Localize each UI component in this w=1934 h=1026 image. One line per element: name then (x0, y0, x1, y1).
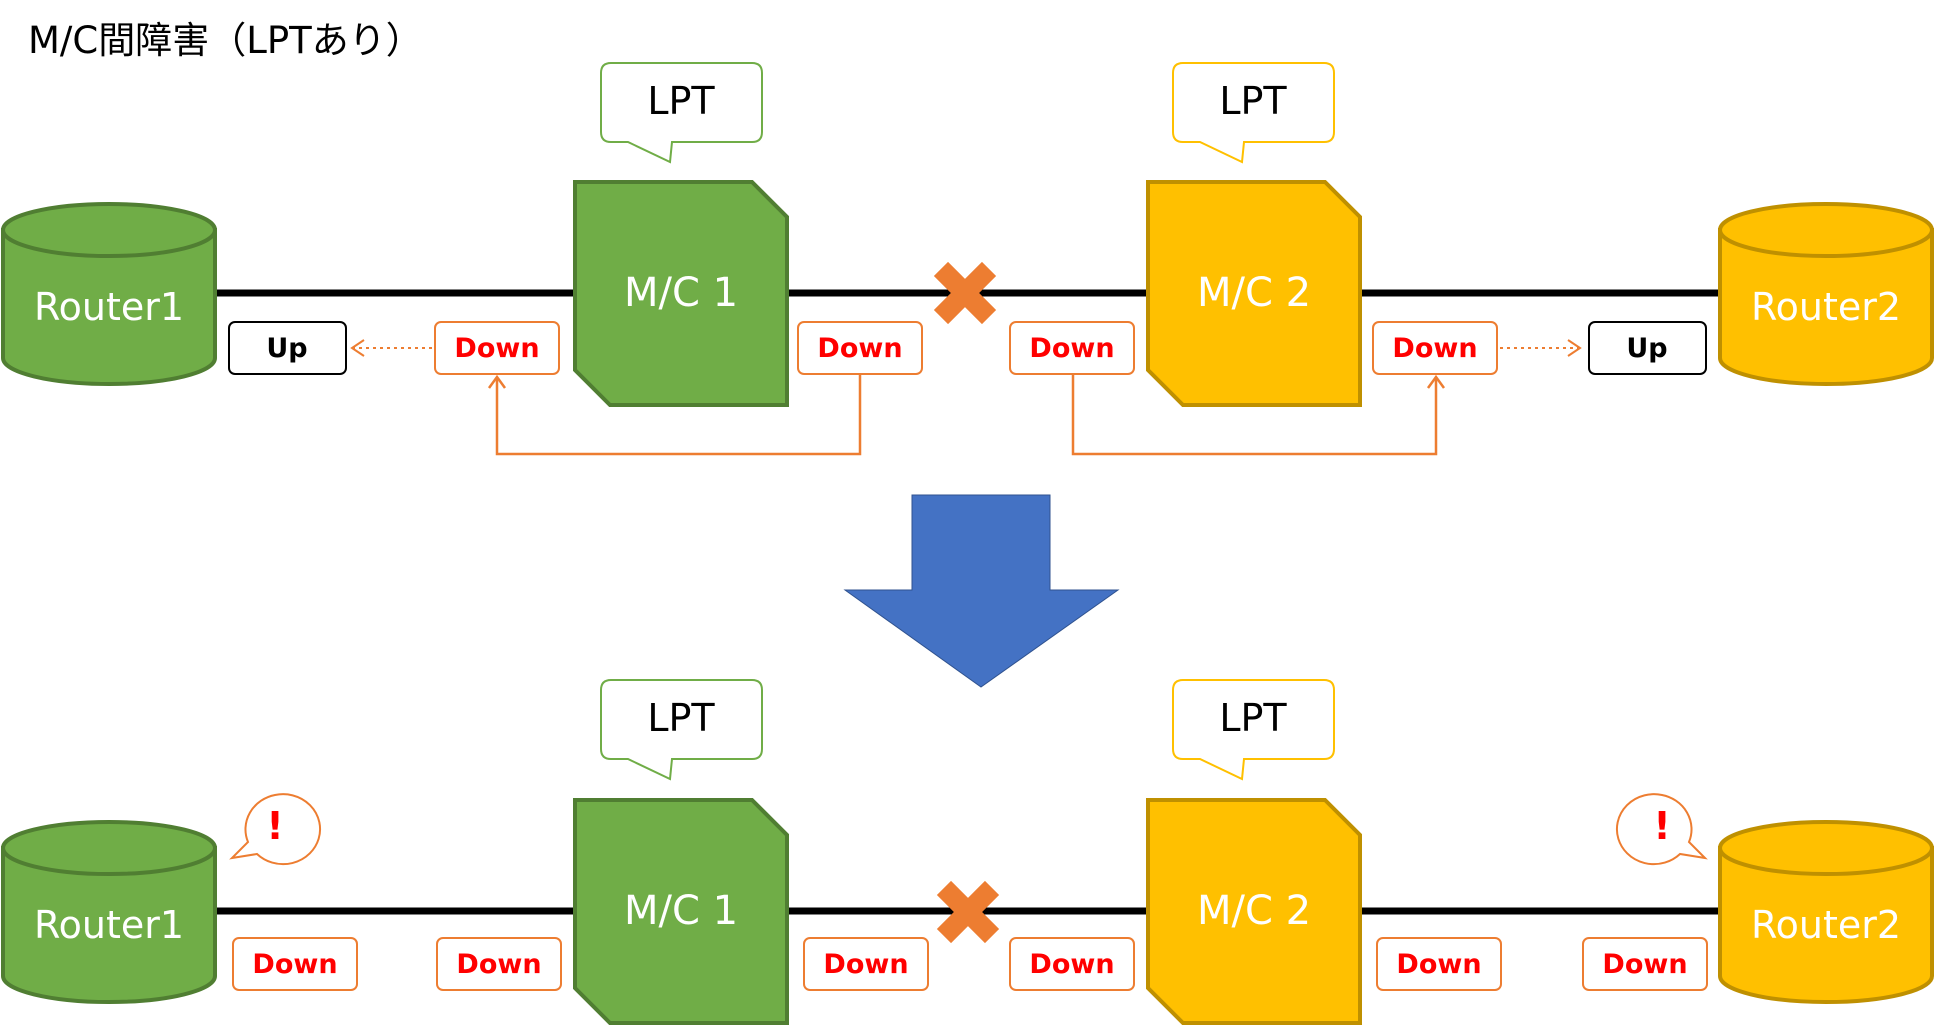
mc2-label: M/C 2 (1197, 888, 1311, 934)
down-arrow-icon (843, 494, 1120, 688)
router2-cylinder: Router2 (1718, 820, 1934, 1004)
alert-router1: ! (266, 804, 283, 848)
router2-cylinder: Router2 (1718, 202, 1934, 386)
mc1-device: M/C 1 (573, 798, 789, 1025)
status-text: Down (823, 949, 908, 980)
lpt-callout-mc2: LPT (1172, 679, 1335, 781)
status-text: Down (1396, 949, 1481, 980)
status-router2-down: Down (1582, 937, 1708, 991)
status-router1-down: Down (232, 937, 358, 991)
router1-cylinder: Router1 (1, 820, 217, 1004)
diagram-title: M/C間障害（LPTあり） (28, 19, 423, 62)
mc1-label: M/C 1 (624, 270, 738, 316)
status-mc2-right: Down (1372, 321, 1498, 375)
router1-label: Router1 (34, 285, 184, 329)
router1-cylinder: Router1 (1, 202, 217, 386)
router1-label: Router1 (34, 903, 184, 947)
lpt-callout-mc1: LPT (600, 679, 763, 781)
alert-router2: ! (1653, 804, 1670, 848)
exclamation-bubble-icon: ! (1615, 793, 1708, 866)
status-mc1-left: Down (434, 321, 560, 375)
router2-label: Router2 (1751, 285, 1901, 329)
lpt-label-mc2: LPT (1219, 79, 1287, 123)
status-text: Down (252, 949, 337, 980)
top-scenario: Router1 Router2 M/C 1 M/C 2 LPT LPT (1, 62, 1934, 456)
lpt-connector-mc1 (487, 374, 862, 456)
status-router2-up: Up (1588, 321, 1707, 375)
lpt-callout-mc1: LPT (600, 62, 763, 164)
exclamation-bubble-icon: ! (229, 793, 322, 866)
x-mark-icon (933, 261, 997, 325)
router2-label: Router2 (1751, 903, 1901, 947)
propagation-arrow-right (1500, 339, 1582, 357)
mc2-label: M/C 2 (1197, 270, 1311, 316)
status-text: Down (454, 333, 539, 364)
mc1-label: M/C 1 (624, 888, 738, 934)
status-mc1-right: Down (803, 937, 929, 991)
lpt-label-mc2: LPT (1219, 696, 1287, 740)
status-text: Down (456, 949, 541, 980)
status-mc2-left: Down (1009, 321, 1135, 375)
status-text: Down (1602, 949, 1687, 980)
status-router1-up: Up (228, 321, 347, 375)
status-mc2-left: Down (1009, 937, 1135, 991)
status-text: Down (1029, 949, 1114, 980)
lpt-label-mc1: LPT (647, 79, 715, 123)
lpt-callout-mc2: LPT (1172, 62, 1335, 164)
propagation-arrow-left (350, 339, 432, 357)
status-text: Up (1626, 333, 1667, 364)
status-text: Up (266, 333, 307, 364)
status-mc1-left: Down (436, 937, 562, 991)
status-text: Down (1029, 333, 1114, 364)
status-mc1-right: Down (797, 321, 923, 375)
bottom-scenario: Router1 Router2 M/C 1 M/C 2 LPT LPT (1, 679, 1934, 1025)
mc1-device: M/C 1 (573, 180, 789, 407)
status-mc2-right: Down (1376, 937, 1502, 991)
status-text: Down (817, 333, 902, 364)
mc2-device: M/C 2 (1146, 798, 1362, 1025)
lpt-connector-mc2 (1071, 374, 1446, 456)
lpt-label-mc1: LPT (647, 696, 715, 740)
mc2-device: M/C 2 (1146, 180, 1362, 407)
x-mark-icon (936, 880, 1000, 944)
status-text: Down (1392, 333, 1477, 364)
